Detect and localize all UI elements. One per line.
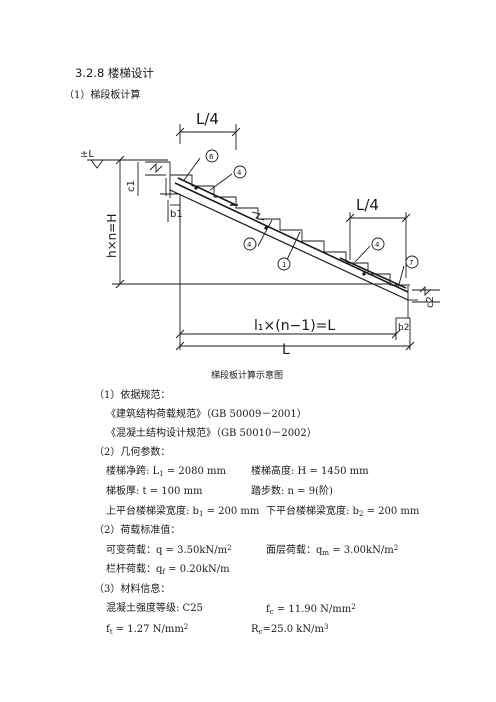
callout-6-text: 6	[209, 153, 214, 161]
rebar-main	[174, 182, 409, 293]
load-live: 可变荷载：q = 3.50kN/m2	[106, 544, 232, 556]
section-title: 3.2.8 楼梯设计	[75, 66, 154, 80]
callout-4c	[371, 237, 385, 251]
label-c1: c1	[126, 180, 137, 192]
label-b2: b2	[398, 323, 409, 333]
label-b1: b1	[170, 209, 183, 220]
callout-4c-text: 4	[375, 241, 380, 249]
geometry-steps: 踏步数: n = 9(阶)	[251, 486, 333, 497]
label-span: l₁×(n−1)=L	[254, 318, 335, 334]
label-height: h×n=H	[105, 214, 119, 258]
callout-4b	[243, 237, 257, 251]
label-total: L	[282, 342, 290, 358]
material-ft: ft = 1.27 N/mm2	[106, 623, 189, 636]
callout-4b-text: 4	[247, 241, 252, 249]
load-finish: 面层荷载：qm = 3.00kN/m2	[266, 544, 399, 557]
label-l4-right: L/4	[356, 196, 379, 214]
callout-4	[233, 165, 247, 179]
code-heading: （1）依据规范：	[94, 390, 171, 401]
geometry-span: 楼梯净跨: L1 = 2080 mm	[106, 466, 227, 478]
dim-tick	[231, 127, 241, 137]
level-triangle	[90, 159, 104, 169]
callout-4-text: 4	[237, 169, 242, 177]
load-railing: 栏杆荷载：qf = 0.20kN/m	[106, 564, 230, 576]
callout-1-text: 1	[282, 261, 286, 269]
geometry-b1: 上平台楼梯梁宽度: b1 = 200 mm	[106, 506, 260, 518]
callout-7-text: 7	[409, 259, 413, 267]
material-rc: Rc=25.0 kN/m3	[251, 623, 329, 636]
label-level: ±L	[80, 149, 94, 160]
geometry-heading: （2）几何参数：	[94, 447, 171, 458]
load-heading: （2）荷载标准值：	[94, 525, 181, 536]
geometry-thickness: 梯板厚: t = 100 mm	[106, 486, 203, 497]
material-fc: fc = 11.90 N/mm2	[266, 603, 356, 616]
dim-tick	[175, 127, 185, 137]
material-heading: （3）材料信息：	[94, 584, 171, 595]
slab-bottom	[169, 189, 409, 301]
label-c2: c2	[425, 296, 436, 308]
code-2: 《混凝土结构设计规范》（GB 50010－2002）	[106, 428, 317, 439]
code-1: 《建筑结构荷载规范》（GB 50009－2001）	[106, 409, 307, 420]
geometry-height: 楼梯高度: H = 1450 mm	[251, 466, 369, 477]
subsection-title: （1）梯段板计算	[64, 90, 141, 101]
figure-caption: 梯段板计算示意图	[211, 371, 284, 381]
dim-tick	[115, 155, 125, 165]
callout-1	[277, 257, 291, 271]
material-grade: 混凝土强度等级: C25	[106, 603, 203, 614]
geometry-b2: 下平台楼梯梁宽度: b2 = 200 mm	[266, 506, 420, 518]
label-l4-top: L/4	[196, 110, 219, 128]
callout-6	[205, 149, 219, 163]
callout-7	[405, 255, 419, 269]
stair-steps	[170, 174, 410, 286]
